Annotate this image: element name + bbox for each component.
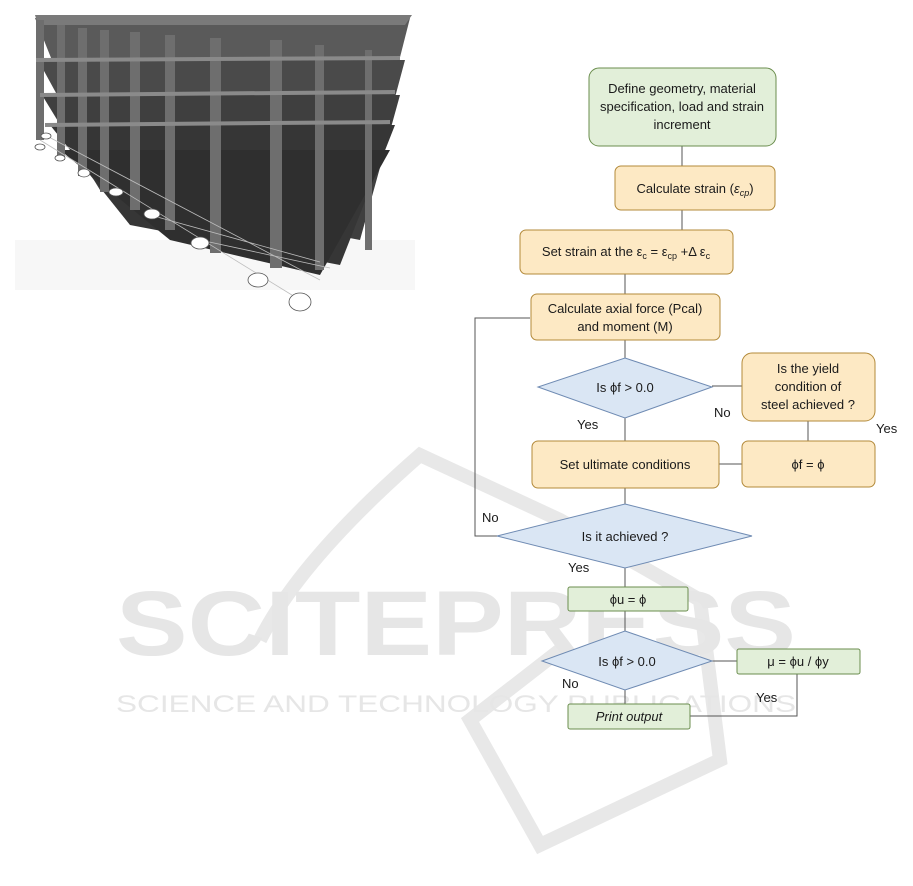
set-ultimate-box: Set ultimate conditions (531, 440, 720, 489)
calculate-axial-box: Calculate axial force (Pcal) and moment … (530, 293, 721, 341)
print-output-text: Print output (596, 709, 664, 724)
calculate-axial-line1: Calculate axial force (Pcal) (548, 301, 703, 316)
building-model-image (15, 15, 415, 312)
decision-achieved: Is it achieved ? (496, 503, 753, 569)
label-no-left: No (482, 510, 499, 525)
define-geometry-box: Define geometry, material specification,… (588, 67, 777, 147)
mu-text: μ = ϕu / ϕy (767, 654, 829, 669)
set-ultimate-text: Set ultimate conditions (560, 457, 691, 472)
label-yes-1: Yes (577, 417, 599, 432)
yield-condition-line1: Is the yield (777, 361, 839, 376)
phi-u-text: ϕu = ϕ (610, 592, 647, 607)
flowchart: Define geometry, material specification,… (482, 67, 898, 730)
yield-condition-line3: steel achieved ? (761, 397, 855, 412)
define-geometry-line3: increment (653, 117, 710, 132)
label-yes-2: Yes (568, 560, 590, 575)
watermark-subtitle: SCIENCE AND TECHNOLOGY PUBLICATIONS (116, 691, 796, 718)
yield-condition-box: Is the yield condition of steel achieved… (741, 352, 876, 422)
decision-phi-f-1: Is ϕf > 0.0 (536, 357, 714, 419)
decision-phi-f-1-text: Is ϕf > 0.0 (596, 380, 654, 395)
yield-condition-line2: condition of (775, 379, 842, 394)
watermark-logo-arc (253, 446, 728, 855)
set-strain-box: Set strain at the εc = εcp +Δ εc (519, 229, 734, 275)
define-geometry-line2: specification, load and strain (600, 99, 764, 114)
calculate-strain-text: Calculate strain (εcp) (636, 181, 753, 198)
label-yes-right: Yes (876, 421, 898, 436)
define-geometry-line1: Define geometry, material (608, 81, 756, 96)
mu-box: μ = ϕu / ϕy (736, 648, 861, 675)
print-output-box: Print output (567, 703, 691, 730)
watermark: SCITEPRESS SCIENCE AND TECHNOLOGY PUBLIC… (116, 446, 796, 855)
calculate-axial-line2: and moment (M) (577, 319, 672, 334)
set-strain-text: Set strain at the εc = εcp +Δ εc (542, 244, 711, 261)
phi-f-box: ϕf = ϕ (741, 440, 876, 488)
decision-phi-f-2-text: Is ϕf > 0.0 (598, 654, 656, 669)
calculate-strain-box: Calculate strain (εcp) (614, 165, 776, 211)
phi-u-box: ϕu = ϕ (567, 586, 689, 612)
label-no-1: No (714, 405, 731, 420)
label-no-2: No (562, 676, 579, 691)
decision-phi-f-2: Is ϕf > 0.0 (540, 630, 714, 691)
label-yes-3: Yes (756, 690, 778, 705)
phi-f-text: ϕf = ϕ (792, 457, 825, 472)
decision-achieved-text: Is it achieved ? (582, 529, 669, 544)
connectors (474, 146, 809, 717)
